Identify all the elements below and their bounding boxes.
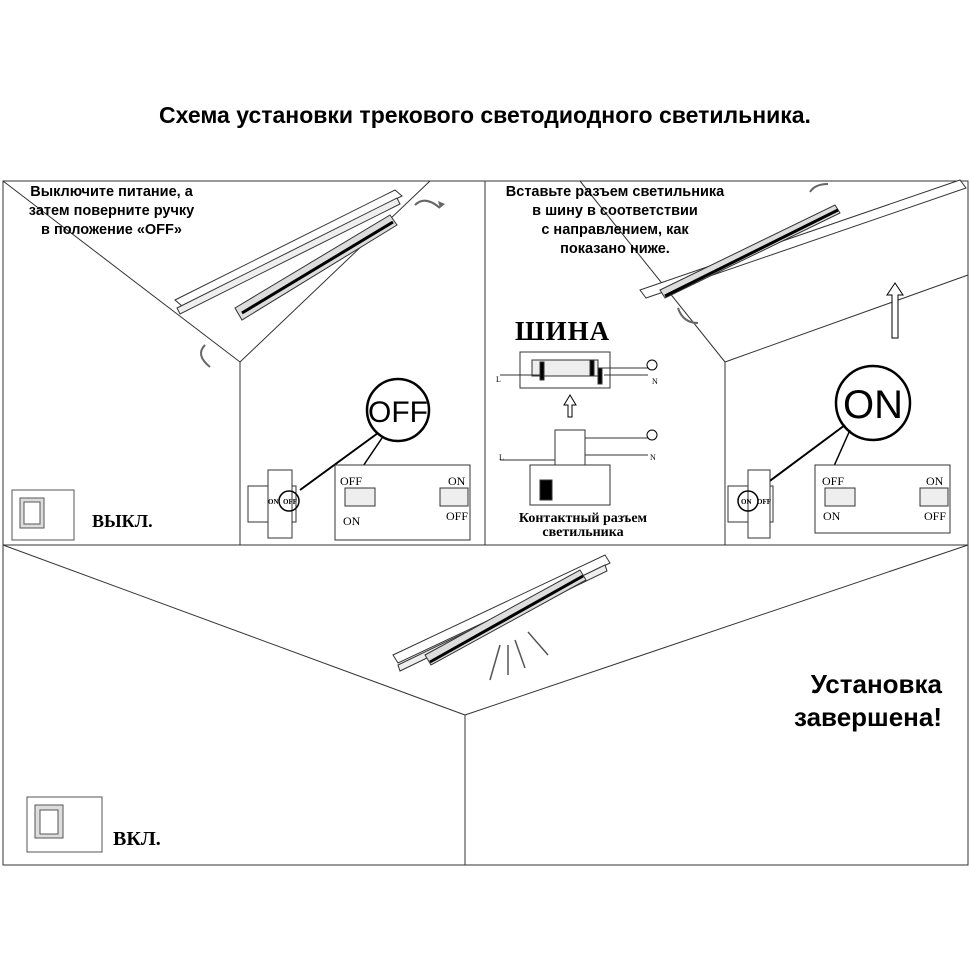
arrow-rotate-icon: [677, 307, 699, 324]
svg-text:ON: ON: [343, 514, 361, 528]
ground-icon: [646, 429, 658, 441]
svg-text:L: L: [496, 375, 501, 384]
light-beam-icon: [489, 631, 549, 681]
connector-label: Контактный разъем светильника: [492, 512, 674, 540]
complete-line-1: Установка: [810, 669, 942, 699]
on-callout-circle: [834, 364, 912, 442]
connector-step3: [727, 469, 774, 539]
step2-line-3: с направлением, как: [541, 222, 689, 238]
connector-label-line-2: светильника: [542, 525, 624, 540]
connector-step1: [247, 469, 300, 539]
svg-text:OFF: OFF: [283, 498, 297, 506]
track-rail-step1: [174, 189, 403, 321]
arrow-up-icon: [886, 282, 904, 339]
svg-text:OFF: OFF: [446, 509, 468, 523]
wall-switch-on-icon: [26, 796, 103, 853]
connector-label-line-1: Контактный разъем: [518, 511, 648, 526]
frame-lines: [2, 180, 969, 866]
installation-complete-text: Установка завершена!: [700, 668, 942, 734]
rail-label: ШИНА: [515, 316, 611, 346]
svg-text:OFF: OFF: [340, 474, 362, 488]
svg-text:ON: ON: [741, 498, 752, 506]
arrow-up-icon: [563, 394, 577, 418]
arrow-rotate-icon: [414, 199, 441, 209]
page-title: Схема установки трекового светодиодного …: [159, 102, 811, 128]
lever-plate-step3: [814, 464, 951, 534]
svg-text:ON: ON: [926, 474, 944, 488]
step2-line-2: в шину в соответствии: [532, 203, 698, 219]
svg-text:OFF: OFF: [822, 474, 844, 488]
step1-line-2: затем поверните ручку: [28, 203, 195, 219]
connector-profile-icon: [529, 429, 611, 506]
step1-line-3: в положение «OFF»: [41, 222, 182, 238]
svg-text:OFF: OFF: [757, 498, 771, 506]
svg-text:N: N: [652, 377, 658, 386]
wall-switch-off-icon: [11, 489, 75, 541]
rail-profile-icon: [519, 351, 611, 389]
complete-line-2: завершена!: [794, 702, 942, 732]
svg-text:ON: ON: [823, 509, 841, 523]
track-rail-step2: [639, 179, 967, 299]
switch-off-label: ВЫКЛ.: [92, 511, 153, 531]
svg-text:ON: ON: [268, 498, 279, 506]
arrow-rotate-icon: [200, 344, 211, 368]
track-rail-step4: [392, 554, 611, 672]
svg-text:OFF: OFF: [924, 509, 946, 523]
svg-text:ON: ON: [448, 474, 466, 488]
off-callout-circle: [365, 377, 431, 443]
step2-instruction: Вставьте разъем светильника в шину в соо…: [470, 183, 760, 259]
arrow-rotate-icon: [809, 183, 829, 193]
ground-icon: [646, 359, 658, 371]
on-callout-text: ON: [843, 383, 903, 427]
svg-text:L: L: [499, 453, 504, 462]
step2-line-1: Вставьте разъем светильника: [505, 184, 725, 200]
svg-text:N: N: [650, 453, 656, 462]
switch-on-label: ВКЛ.: [113, 828, 161, 850]
step1-instruction: Выключите питание, а затем поверните руч…: [4, 183, 219, 240]
off-callout-text: OFF: [368, 396, 428, 429]
lever-plate-step1: [334, 464, 471, 541]
step1-line-1: Выключите питание, а: [30, 184, 193, 200]
step2-line-4: показано ниже.: [560, 241, 670, 257]
